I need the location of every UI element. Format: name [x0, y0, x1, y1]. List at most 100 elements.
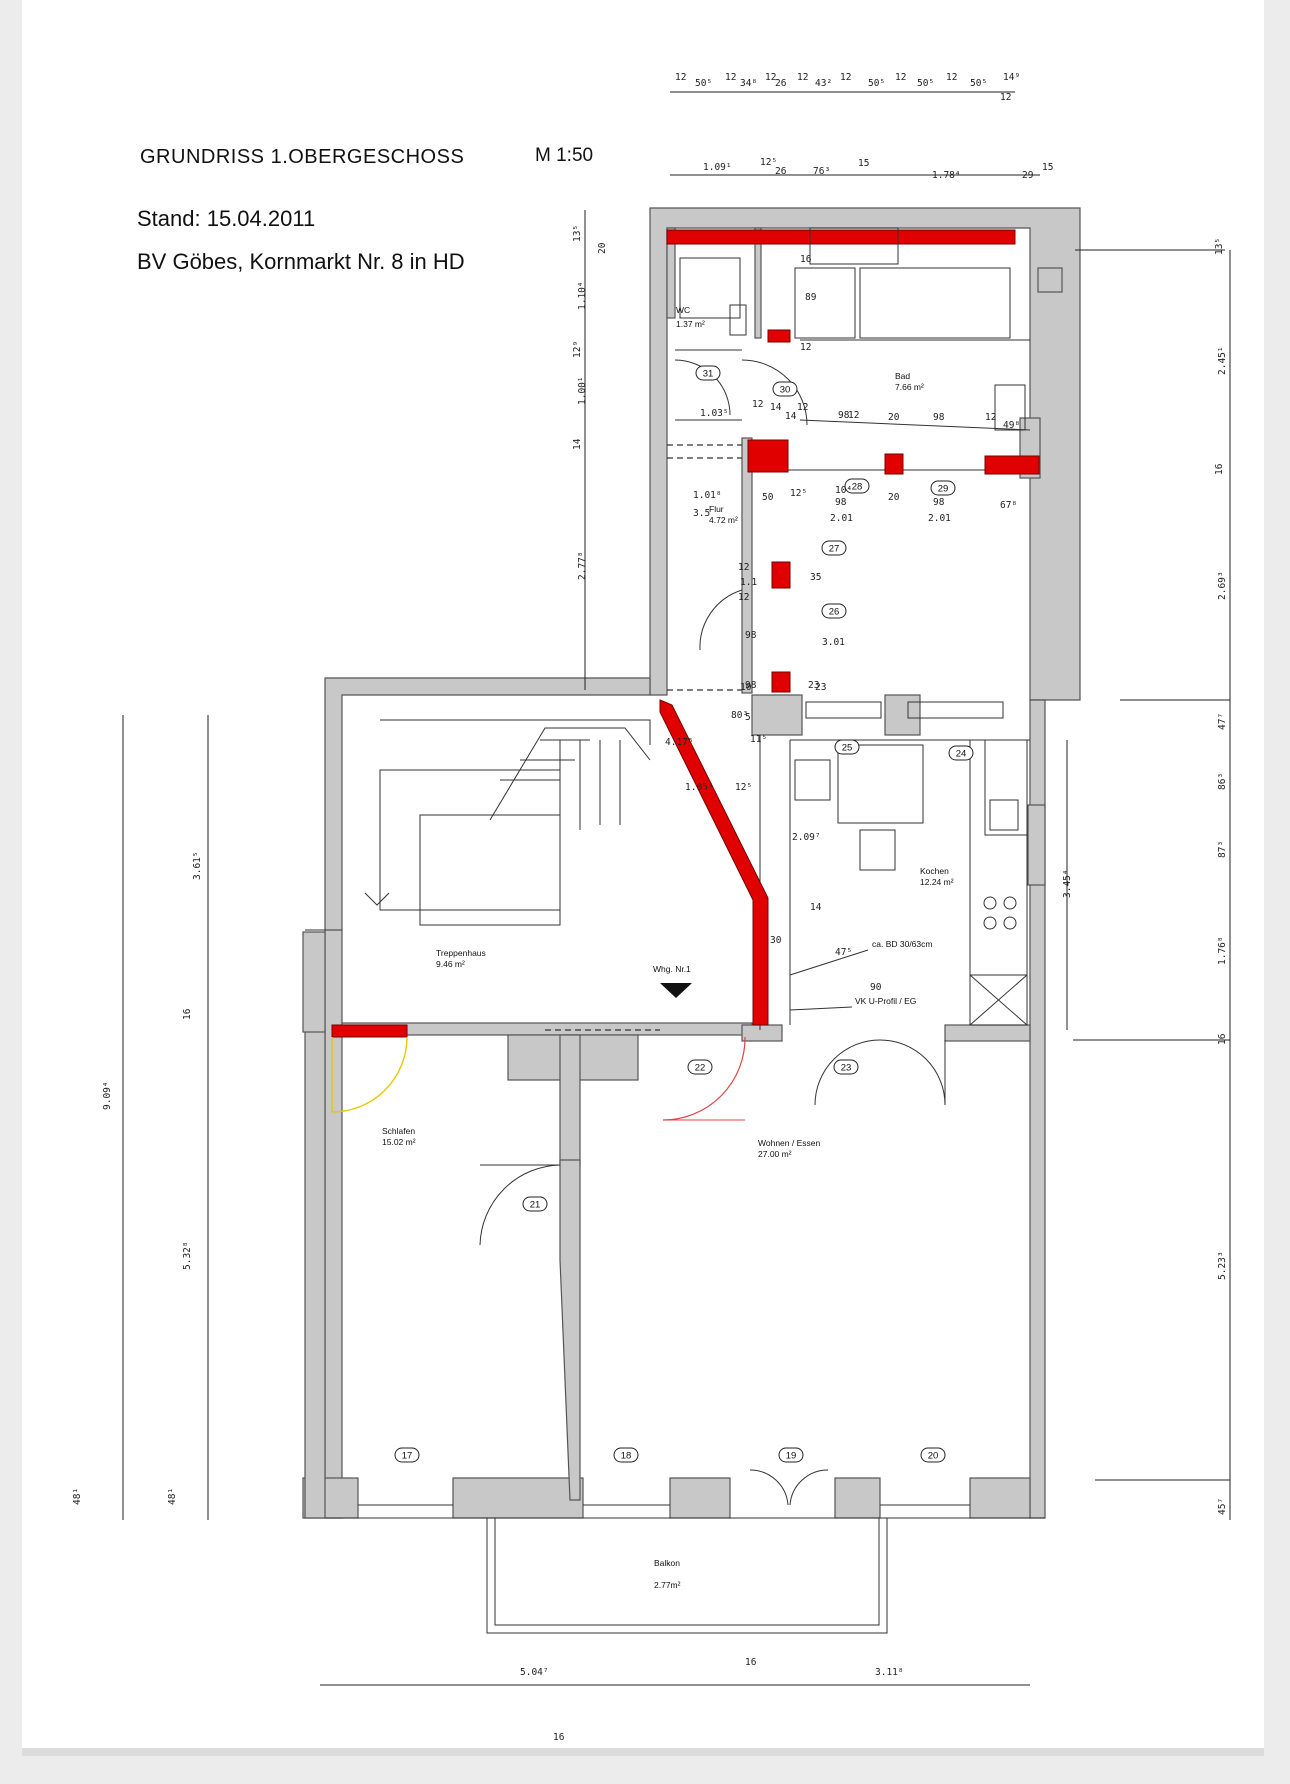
dim-right-10: 5.23³ [1217, 1251, 1228, 1280]
opening-badge-20: 20 [920, 1447, 946, 1463]
opening-badge-24: 24 [948, 745, 974, 761]
room-bad-area: 7.66 m² [895, 382, 924, 392]
opening-badge-31: 31 [695, 365, 721, 381]
opening-badge-22: 22 [687, 1059, 713, 1075]
svg-text:28: 28 [852, 482, 863, 493]
room-wc-name: WC [676, 305, 690, 315]
dim-inner-39: 23 [815, 682, 826, 693]
dim-left-1: 20 [597, 242, 608, 254]
dim-inner-31: 80³ [731, 710, 748, 721]
room-schlafen-area: 15.02 m² [382, 1137, 416, 1147]
dim-top-9: 50⁵ [868, 78, 885, 89]
room-treppenhaus-area: 9.46 m² [436, 959, 465, 969]
dim-inner-28: 5 [745, 712, 751, 723]
svg-text:24: 24 [956, 749, 967, 760]
dim-inner-18: 2.01 [928, 513, 951, 524]
dim-right-1: 2.45¹ [1217, 346, 1228, 375]
dim-top2-5: 1.78⁴ [932, 170, 961, 181]
dim-inner-2: 14 [770, 402, 782, 413]
dim-inner-26: 10 [740, 682, 752, 693]
opening-badge-29: 29 [930, 480, 956, 496]
opening-badge-17: 17 [394, 1447, 420, 1463]
svg-text:25: 25 [842, 743, 853, 754]
svg-text:19: 19 [786, 1451, 797, 1462]
dim-inner-21: 12 [738, 592, 749, 603]
dim-inner-3: 12 [797, 402, 808, 413]
dim-bottom-2: 3.11⁸ [875, 1667, 904, 1678]
dim-top2-1: 12⁵ [760, 157, 777, 168]
dim-inner-37: 30 [770, 935, 782, 946]
dim-top-13: 50⁵ [970, 78, 987, 89]
dim-bottom-1: 16 [745, 1657, 757, 1668]
dim-top2-0: 1.09¹ [703, 162, 732, 173]
dim-left-2: 1.10⁴ [577, 281, 588, 310]
dim-inner-44: 12 [848, 410, 859, 421]
dimension-lines [122, 91, 1231, 1686]
dim-top-15: 12 [1000, 92, 1011, 103]
opening-badge-28: 28 [844, 478, 870, 494]
svg-text:29: 29 [938, 484, 949, 495]
doors [331, 359, 946, 1506]
dim-inner-15: 98 [933, 497, 945, 508]
dim-top-7: 43² [815, 78, 832, 89]
dim-inner-45: 14 [785, 411, 797, 422]
annotations: Whg. Nr.1 ca. BD 30/63cm VK U-Profil / E… [653, 939, 932, 1011]
dim-left-12: 48¹ [167, 1488, 178, 1505]
dim-right-11: 45⁷ [1217, 1498, 1228, 1515]
dim-top-11: 50⁵ [917, 78, 934, 89]
dim-top-10: 12 [895, 72, 906, 83]
beam-note: ca. BD 30/63cm [872, 939, 932, 949]
svg-text:30: 30 [780, 385, 791, 396]
dim-inner-17: 2.01 [830, 513, 853, 524]
room-flur-name: Flur [709, 504, 724, 514]
dim-bottom-3: 16 [553, 1732, 565, 1743]
room-bad-name: Bad [895, 371, 910, 381]
dim-inner-35: 14 [810, 902, 822, 913]
dim-left-3: 12⁹ [572, 341, 583, 358]
room-wohnen-name: Wohnen / Essen [758, 1138, 820, 1148]
dim-inner-25: 98 [745, 680, 757, 691]
dim-top2-7: 15 [1042, 162, 1053, 173]
profile-note: VK U-Profil / EG [855, 996, 916, 1006]
room-schlafen-name: Schlafen [382, 1126, 415, 1136]
dim-left-9: 5.32⁸ [182, 1241, 193, 1270]
dim-right-0: 13⁵ [1214, 238, 1225, 255]
dim-right-3: 2.69³ [1217, 571, 1228, 600]
dim-inner-19: 12 [738, 562, 749, 573]
svg-text:18: 18 [621, 1451, 632, 1462]
svg-text:20: 20 [928, 1451, 939, 1462]
room-balkon-area: 2.77m² [654, 1580, 681, 1590]
marked-walls [331, 229, 1040, 1038]
svg-text:17: 17 [402, 1451, 413, 1462]
dim-inner-7: 12 [985, 412, 996, 423]
dim-left-10: 48¹ [72, 1488, 83, 1505]
dim-inner-33: 1.05⁹ [685, 782, 714, 793]
dim-left-0: 13⁵ [572, 225, 583, 242]
dim-top2-6: 29 [1022, 170, 1034, 181]
dim-inner-10: 3.5 [693, 508, 710, 519]
dim-top-4: 12 [765, 72, 776, 83]
dim-inner-40: 89 [805, 292, 817, 303]
dim-left-11: 9.09⁴ [102, 1081, 113, 1110]
opening-badge-27: 27 [821, 540, 847, 556]
dim-top-12: 12 [946, 72, 957, 83]
drawing-date: Stand: 15.04.2011 [137, 206, 316, 231]
dim-inner-8: 49⁸ [1003, 420, 1020, 431]
drawing-title: GRUNDRISS 1.OBERGESCHOSS [140, 146, 465, 168]
room-labels: WC 1.37 m² Bad 7.66 m² Flur 4.72 m² Koch… [382, 305, 954, 1590]
dim-top2-4: 15 [858, 158, 869, 169]
dim-left-4: 1.00¹ [577, 376, 588, 405]
exterior-walls [302, 207, 1081, 1519]
dim-inner-12: 12⁵ [790, 488, 807, 499]
dim-inner-24: 3.01 [822, 637, 845, 648]
opening-badge-25: 25 [834, 739, 860, 755]
dim-right-2: 16 [1214, 463, 1225, 475]
dim-right-9: 16 [1217, 1033, 1228, 1045]
dim-inner-22: 35 [810, 572, 821, 583]
opening-badge-19: 19 [778, 1447, 804, 1463]
drawing-scale: M 1:50 [535, 145, 594, 166]
svg-text:23: 23 [841, 1063, 852, 1074]
dimension-texts: 1250⁵1234⁸12261243²1250⁵1250⁵1250⁵14⁹121… [72, 72, 1228, 1743]
dim-top-8: 12 [840, 72, 851, 83]
